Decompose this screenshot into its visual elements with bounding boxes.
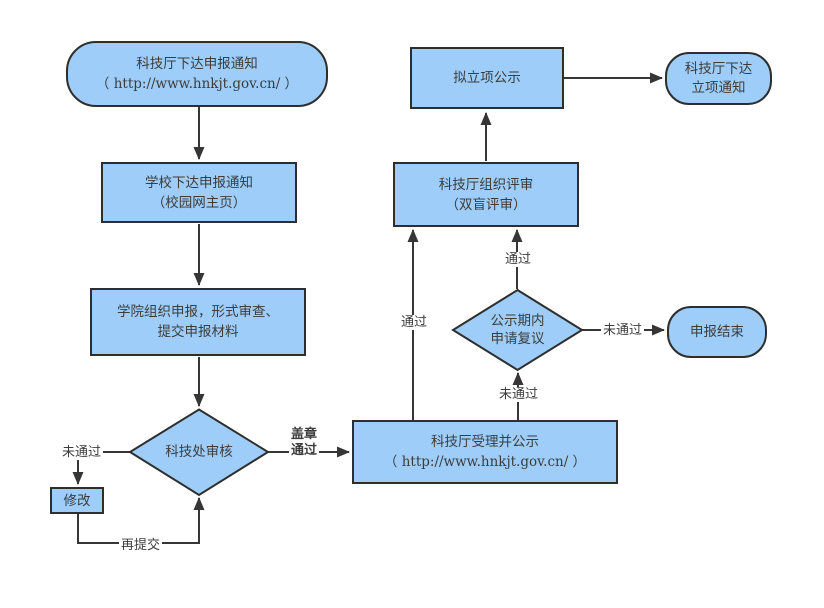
node-school-notice-line2: （校园网主页） bbox=[151, 194, 247, 211]
decision-keji-audit-label: 科技处审核 bbox=[165, 444, 233, 460]
node-accept-publicity-line1: 科技厅受理并公示 bbox=[431, 434, 539, 450]
node-province-notice: 科技厅下达申报通知 （ http://www.hnkjt.gov.cn/ ） bbox=[66, 41, 328, 107]
edge-label-not-pass-right: 未通过 bbox=[601, 323, 645, 338]
node-grant-notice: 科技厅下达 立项通知 bbox=[665, 52, 772, 105]
decision-reconsider-line1: 公示期内 bbox=[490, 313, 545, 329]
node-org-review: 科技厅组织评审 （双盲评审） bbox=[393, 162, 579, 227]
node-college-apply-line2: 提交申报材料 bbox=[157, 324, 239, 340]
node-revise: 修改 bbox=[50, 487, 104, 514]
node-proposed-publicity: 拟立项公示 bbox=[410, 47, 564, 109]
node-org-review-line2: （双盲评审） bbox=[445, 196, 527, 213]
edge-label-not-pass-mid: 未通过 bbox=[497, 387, 541, 402]
node-end-line1: 申报结束 bbox=[690, 324, 744, 340]
node-accept-publicity-line2: （ http://www.hnkjt.gov.cn/ ） bbox=[383, 454, 587, 470]
decision-reconsider-line2: 申请复议 bbox=[490, 331, 545, 347]
node-accept-publicity: 科技厅受理并公示 （ http://www.hnkjt.gov.cn/ ） bbox=[352, 420, 618, 484]
node-org-review-line1: 科技厅组织评审 bbox=[438, 176, 534, 193]
edge-label-seal-pass: 盖章 通过 bbox=[289, 427, 320, 459]
node-grant-notice-line2: 立项通知 bbox=[691, 79, 746, 96]
node-proposed-publicity-line1: 拟立项公示 bbox=[453, 70, 521, 86]
node-grant-notice-line1: 科技厅下达 bbox=[684, 60, 753, 77]
node-school-notice-line1: 学校下达申报通知 bbox=[145, 174, 253, 191]
node-college-apply: 学院组织申报，形式审查、 提交申报材料 bbox=[90, 288, 306, 356]
decision-reconsider-label: 公示期内 申请复议 bbox=[457, 312, 578, 348]
node-province-notice-line1: 科技厅下达申报通知 bbox=[136, 56, 258, 72]
node-college-apply-line1: 学院组织申报，形式审查、 bbox=[117, 304, 279, 320]
edge-label-pass-top: 通过 bbox=[503, 252, 534, 267]
decision-keji-audit-shape bbox=[128, 408, 270, 497]
edge-label-pass-left: 通过 bbox=[399, 315, 430, 330]
decision-reconsider-shape bbox=[451, 288, 584, 372]
node-end: 申报结束 bbox=[667, 306, 767, 358]
node-school-notice: 学校下达申报通知 （校园网主页） bbox=[101, 162, 297, 223]
edge-label-seal-line1: 盖章 bbox=[291, 427, 318, 442]
edge-label-not-pass-left: 未通过 bbox=[60, 445, 104, 460]
node-province-notice-line2: （ http://www.hnkjt.gov.cn/ ） bbox=[95, 76, 299, 92]
edge-label-seal-line2: 通过 bbox=[291, 443, 318, 458]
edge-label-resubmit: 再提交 bbox=[119, 538, 163, 553]
node-revise-line1: 修改 bbox=[63, 492, 91, 509]
